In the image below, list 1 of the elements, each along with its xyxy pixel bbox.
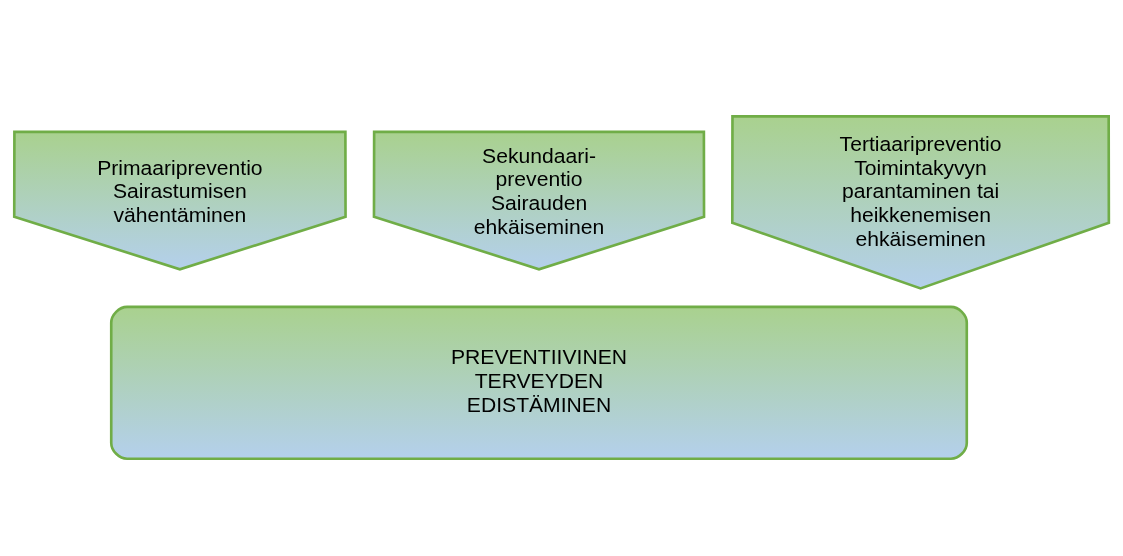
node-box: PREVENTIIVINEN TERVEYDEN EDISTÄMINEN: [109, 305, 969, 460]
